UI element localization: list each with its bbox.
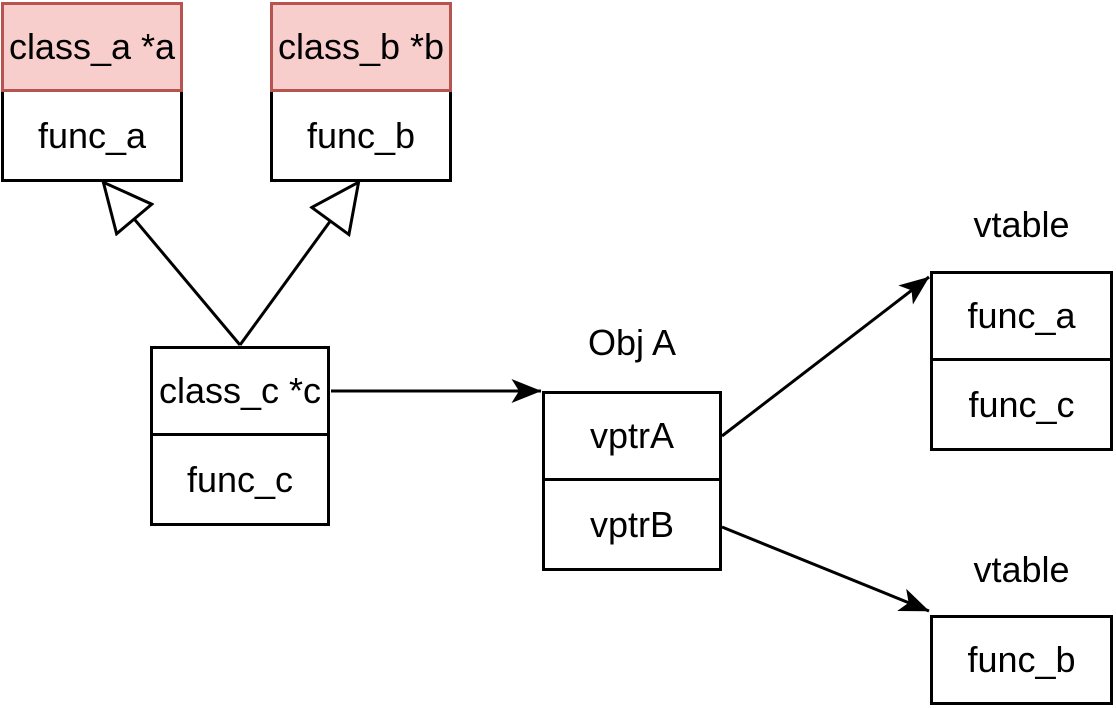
obj-a-vptrb-cell: vptrB <box>542 481 722 571</box>
class-c-method-cell: func_c <box>150 436 330 526</box>
vtable-bottom-box: func_b <box>930 615 1113 705</box>
class-a-name-cell: class_a *a <box>1 2 183 92</box>
edge-classc-inherits-classb <box>238 183 358 346</box>
vtable-bottom-title: vtable <box>973 549 1070 590</box>
class-c-name-cell: class_c *c <box>150 346 330 436</box>
class-b-box: class_b *b func_b <box>270 2 452 182</box>
vtable-top-func-a-cell: func_a <box>930 271 1113 361</box>
edge-vptrb-points-to-vtable-bottom <box>721 525 930 613</box>
class-c-box: class_c *c func_c <box>150 346 330 526</box>
class-b-name-cell: class_b *b <box>270 2 452 92</box>
obj-a-title: Obj A <box>587 322 677 363</box>
class-a-box: class_a *a func_a <box>1 2 183 182</box>
obj-a-box: vptrA vptrB <box>542 391 722 571</box>
class-b-method-cell: func_b <box>270 92 452 182</box>
edge-classc-inherits-classa <box>104 183 242 346</box>
class-a-method-cell: func_a <box>1 92 183 182</box>
vtable-top-box: func_a func_c <box>930 271 1113 451</box>
edge-vptra-points-to-vtable-top <box>721 275 930 438</box>
vtable-bottom-func-b-cell: func_b <box>930 615 1113 705</box>
obj-a-vptra-cell: vptrA <box>542 391 722 481</box>
vtable-top-title: vtable <box>973 204 1070 245</box>
vtable-top-func-c-cell: func_c <box>930 361 1113 451</box>
